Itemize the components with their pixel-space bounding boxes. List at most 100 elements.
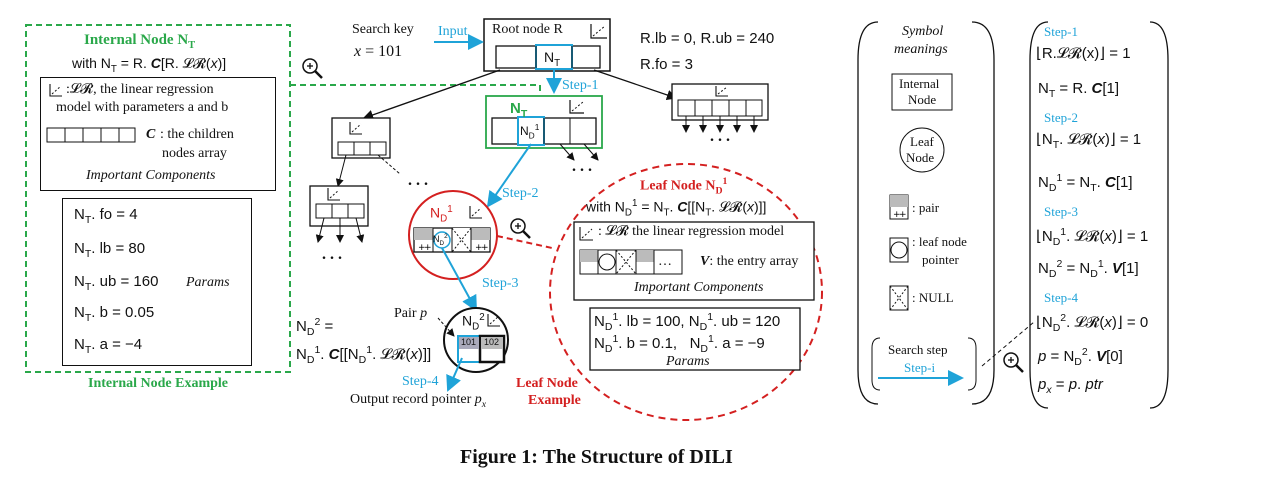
leaf-example-frame bbox=[549, 163, 823, 421]
svg-text:+: + bbox=[481, 243, 489, 253]
leaf-example-footer-2: Example bbox=[528, 393, 581, 408]
panel-eq3b: ND2 = ND1. V[1] bbox=[1038, 258, 1139, 280]
svg-text:+: + bbox=[418, 243, 426, 253]
leaf-example-footer: Leaf Node bbox=[516, 376, 578, 391]
lr-icon bbox=[327, 188, 340, 201]
lr-icon bbox=[579, 227, 593, 241]
leaf-entry-ellipsis: … bbox=[658, 254, 672, 269]
symbol-title-2: meanings bbox=[894, 42, 948, 57]
nd2-formula: ND2 = bbox=[296, 316, 334, 338]
panel-eq4b: p = ND2. V[0] bbox=[1038, 346, 1123, 368]
lr-description: :𝓛𝓡, the linear regression bbox=[66, 82, 214, 97]
lr-icon bbox=[715, 86, 728, 97]
figure-caption: Figure 1: The Structure of DILI bbox=[460, 446, 733, 468]
param-b: NT. b = 0.05 bbox=[74, 304, 155, 324]
param-a: NT. a = −4 bbox=[74, 336, 143, 356]
zoom-icon bbox=[510, 218, 531, 239]
lr-icon bbox=[487, 314, 500, 327]
lr-icon bbox=[349, 122, 362, 135]
step2-label: Step-2 bbox=[502, 186, 539, 201]
ellipsis: . . . bbox=[710, 128, 730, 145]
internal-example-footer: Internal Node Example bbox=[88, 376, 228, 391]
root-fo: R.fo = 3 bbox=[640, 56, 693, 73]
nd2-pointer-label: ND2 bbox=[433, 233, 448, 247]
children-description-2: nodes array bbox=[162, 146, 227, 161]
nd1-entry-label: ND1 bbox=[520, 122, 540, 141]
leaf-entry-description: V: the entry array bbox=[700, 254, 799, 269]
panel-step1: Step-1 bbox=[1044, 24, 1078, 39]
zoom-icon bbox=[1003, 352, 1024, 373]
param-fo: NT. fo = 4 bbox=[74, 206, 138, 226]
lr-description-2: model with parameters a and b bbox=[56, 100, 229, 115]
leaf-params-2: ND1. b = 0.1, ND1. a = −9 bbox=[594, 333, 765, 355]
svg-text:+: + bbox=[424, 243, 432, 253]
panel-eq1b: NT = R. C[1] bbox=[1038, 80, 1120, 100]
components-label: Important Components bbox=[86, 168, 216, 183]
svg-text:+: + bbox=[899, 210, 907, 220]
symbol-step-i: Step-i bbox=[904, 360, 936, 375]
search-key-label: Search key bbox=[352, 22, 414, 37]
root-node-label: Root node R bbox=[492, 22, 563, 37]
param-ub: NT. ub = 160 bbox=[74, 273, 159, 293]
internal-example-title: Internal Node NT bbox=[84, 32, 196, 51]
symbol-internal-node: Internal bbox=[899, 76, 940, 91]
panel-eq2b: ND1 = NT. C[1] bbox=[1038, 172, 1133, 194]
leaf-with-line: with ND1 = NT. C[[NT. 𝓛𝓡(x)]] bbox=[586, 198, 767, 219]
internal-with-line: with NT = R. C[R. 𝓛𝓡(x)] bbox=[72, 55, 227, 75]
nt-node-label: NT bbox=[510, 100, 528, 120]
steps-panel-bracket bbox=[1029, 21, 1049, 409]
leaf-components-label: Important Components bbox=[634, 280, 764, 295]
step3-label: Step-3 bbox=[482, 276, 519, 291]
leaf-lr-description: : 𝓛𝓡 the linear regression model bbox=[598, 224, 785, 239]
svg-text:+: + bbox=[893, 210, 901, 220]
lr-icon bbox=[49, 84, 62, 97]
root-nt-label: NT bbox=[544, 49, 561, 69]
params-label: Params bbox=[186, 275, 230, 290]
panel-eq4c: px = p. ptr bbox=[1038, 376, 1103, 396]
symbol-leaf-node-2: Node bbox=[906, 150, 935, 165]
leaf-params-label: Params bbox=[666, 354, 710, 369]
entry-101: 101 bbox=[461, 337, 477, 347]
panel-eq4a: ⌊ND2. 𝓛𝓡(x)⌋ = 0 bbox=[1036, 312, 1149, 334]
symbol-leaf-node: Leaf bbox=[910, 134, 934, 149]
step4-label: Step-4 bbox=[402, 374, 439, 389]
children-description: : the children bbox=[160, 127, 234, 142]
panel-step3: Step-3 bbox=[1044, 204, 1078, 219]
symbol-leaf-pointer: : leaf node bbox=[912, 234, 967, 249]
root-params: R.lb = 0, R.ub = 240 bbox=[640, 30, 775, 47]
output-label: Output record pointer px bbox=[350, 392, 487, 410]
lr-icon bbox=[590, 24, 607, 39]
children-label: C bbox=[146, 127, 156, 142]
symbol-internal-node-2: Node bbox=[908, 92, 937, 107]
panel-eq1a: ⌊R.𝓛𝓡(x)⌋ = 1 bbox=[1036, 45, 1131, 62]
zoom-icon bbox=[302, 58, 323, 79]
nd2-formula-2: ND1. C[[ND1. 𝓛𝓡(x)]] bbox=[296, 344, 432, 366]
step1-label: Step-1 bbox=[562, 78, 599, 93]
param-lb: NT. lb = 80 bbox=[74, 240, 146, 260]
entry-102: 102 bbox=[484, 337, 500, 347]
ellipsis: . . . bbox=[572, 158, 592, 175]
nd2-node-label: ND2 bbox=[462, 312, 485, 333]
lr-icon bbox=[469, 206, 482, 219]
svg-text:+: + bbox=[475, 243, 483, 253]
internal-params-box bbox=[62, 198, 252, 366]
panel-step2: Step-2 bbox=[1044, 110, 1078, 125]
symbol-title: Symbol bbox=[902, 24, 944, 39]
panel-eq2a: ⌊NT. 𝓛𝓡(x)⌋ = 1 bbox=[1036, 131, 1142, 151]
pair-label: Pair p bbox=[394, 306, 428, 321]
ellipsis: . . . bbox=[322, 246, 342, 263]
leaf-params-1: ND1. lb = 100, ND1. ub = 120 bbox=[594, 311, 781, 333]
symbol-pair: : pair bbox=[912, 200, 940, 215]
nd1-circle-label: ND1 bbox=[430, 204, 453, 225]
internal-connector bbox=[290, 84, 541, 95]
panel-eq3a: ⌊ND1. 𝓛𝓡(x)⌋ = 1 bbox=[1036, 226, 1149, 248]
symbol-search-step: Search step bbox=[888, 342, 948, 357]
input-label: Input bbox=[438, 24, 468, 39]
internal-example-frame bbox=[25, 24, 291, 373]
symbol-leaf-pointer-2: pointer bbox=[922, 252, 959, 267]
symbol-null: : NULL bbox=[912, 290, 954, 305]
lr-icon bbox=[569, 100, 584, 114]
search-key-value: x = 101 bbox=[354, 43, 403, 60]
symbol-panel-bracket bbox=[857, 21, 879, 405]
